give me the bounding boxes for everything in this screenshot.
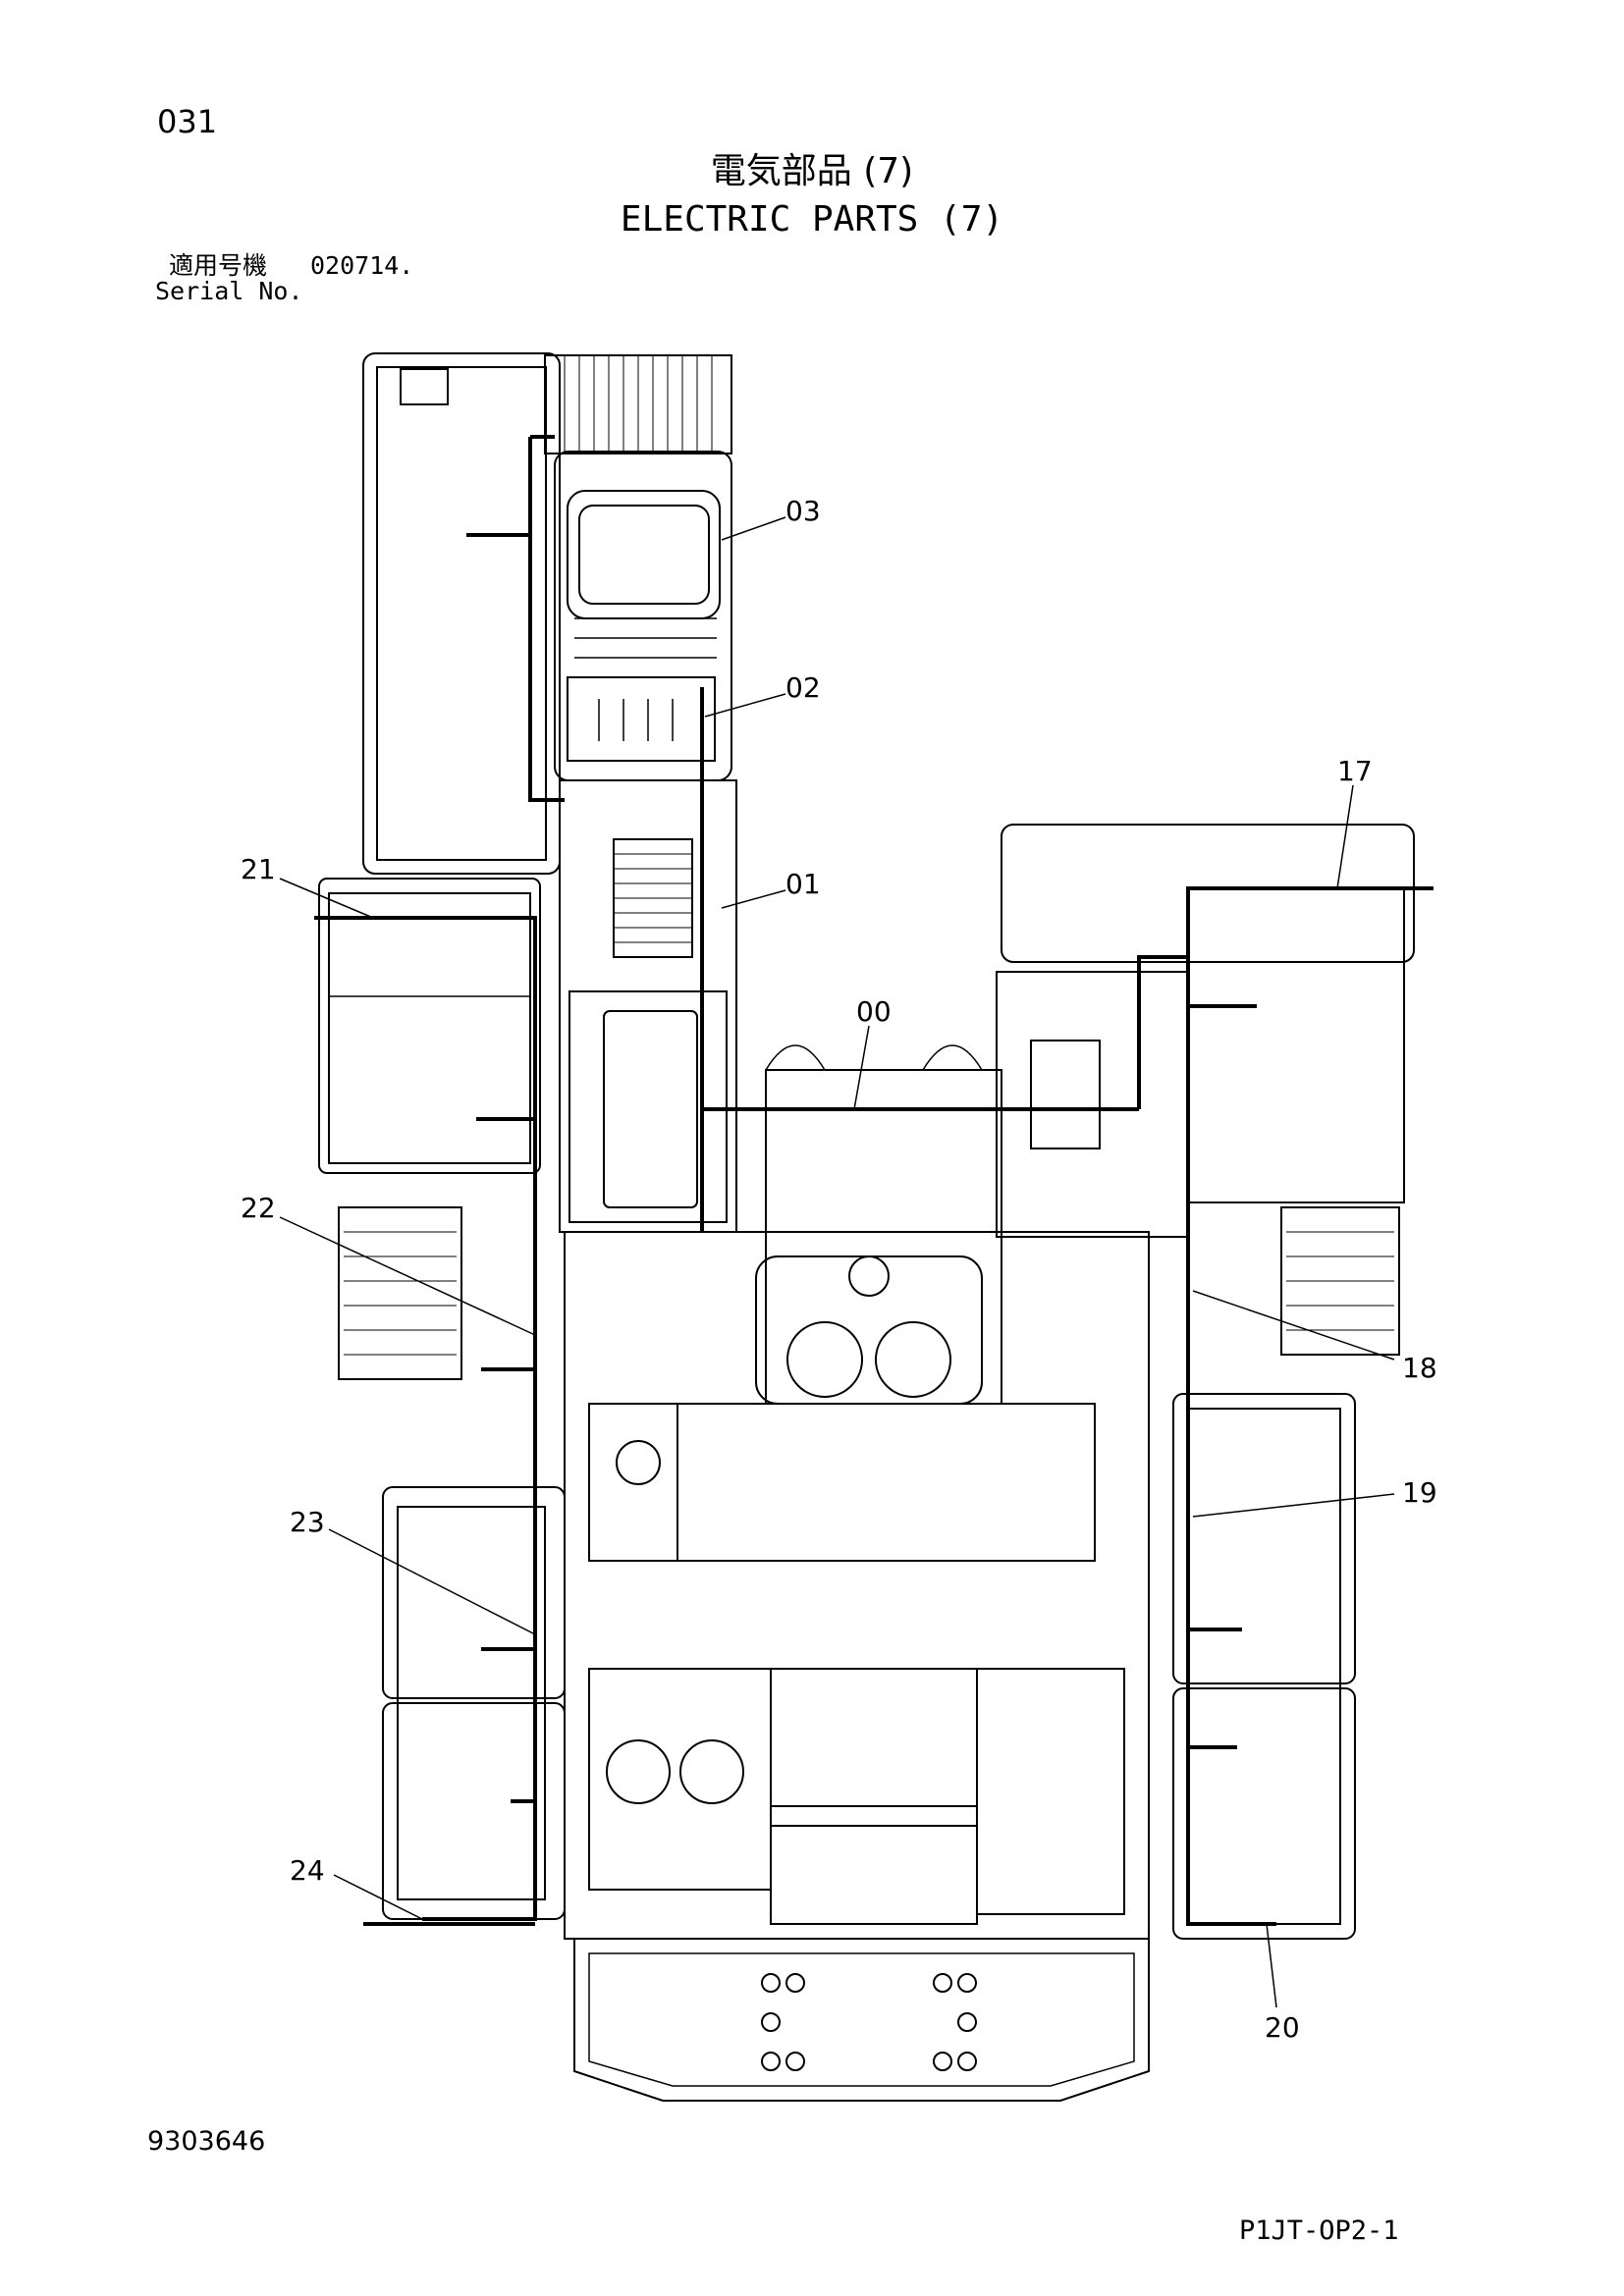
callout-00: 00 <box>856 995 892 1028</box>
leader-19 <box>1192 1493 1395 1518</box>
callout-19: 19 <box>1402 1476 1437 1509</box>
swing-housing <box>755 1255 983 1405</box>
harness-right-branches <box>1188 1628 1242 1749</box>
harness-left-lower <box>422 1232 537 1921</box>
leader-01 <box>721 889 786 909</box>
leader-22 <box>279 1216 536 1336</box>
right-lower-walkway-inner <box>1187 1408 1341 1925</box>
left-lower-walkway-inner <box>397 1506 546 1900</box>
callout-21: 21 <box>241 853 276 885</box>
callout-03: 03 <box>785 495 821 527</box>
center-stair-column <box>559 779 737 1233</box>
wiring-harness <box>314 435 1434 1926</box>
swing-center <box>848 1255 890 1297</box>
swing-motor-1 <box>786 1321 863 1398</box>
right-control-box <box>996 971 1189 1238</box>
title-japanese: 電気部品 (7) <box>710 151 914 191</box>
cab-seat-lower-lines <box>598 699 674 741</box>
right-lower-walkway-1 <box>1172 1393 1356 1684</box>
cab-seat-lower <box>567 676 716 762</box>
cab-seat-upper <box>567 490 721 619</box>
left-mid-walkway-inner <box>328 892 531 1164</box>
callout-01: 01 <box>785 868 821 900</box>
title-english: ELECTRIC PARTS (7) <box>620 199 1004 240</box>
callout-17: 17 <box>1337 755 1373 787</box>
leader-24 <box>333 1874 423 1920</box>
callout-20: 20 <box>1265 2011 1300 2044</box>
leader-lines <box>279 516 1395 2008</box>
cab-seat-upper-inner <box>578 505 710 605</box>
leader-23 <box>328 1528 536 1635</box>
left-upper-walkway <box>362 352 561 875</box>
leader-02 <box>704 693 786 718</box>
swing-motor-2 <box>875 1321 951 1398</box>
callout-23: 23 <box>290 1506 325 1538</box>
left-upper-box <box>400 368 449 405</box>
callout-18: 18 <box>1402 1352 1437 1384</box>
lower-center-box-2 <box>770 1825 978 1925</box>
page-number: 031 <box>157 103 218 140</box>
engine-cover <box>677 1403 1096 1562</box>
center-lower-frame <box>568 990 728 1223</box>
harness-left-branches <box>481 1367 535 1803</box>
tank-box <box>588 1403 678 1562</box>
callout-labels: 03 02 01 00 17 18 19 20 21 22 23 24 <box>241 495 1437 2044</box>
sheet-code: P1JT-OP2-1 <box>1239 2216 1399 2246</box>
callout-22: 22 <box>241 1192 276 1224</box>
cab <box>554 451 732 781</box>
leader-20 <box>1266 1923 1277 2008</box>
leader-00 <box>853 1025 870 1110</box>
center-lower-inner <box>603 1010 698 1208</box>
leader-18 <box>1192 1290 1395 1361</box>
right-lower-walkway-2 <box>1172 1687 1356 1940</box>
counterweight <box>573 1938 1150 2102</box>
callout-24: 24 <box>290 1854 325 1887</box>
boom-foot <box>765 1069 1002 1405</box>
right-stairs <box>1280 1206 1400 1356</box>
left-lower-walkway-1 <box>382 1486 566 1699</box>
machine-outline <box>318 352 1415 2102</box>
serial-label-english: Serial No. <box>155 277 303 305</box>
leader-03 <box>721 516 786 541</box>
leader-21 <box>279 878 374 919</box>
leader-17 <box>1336 784 1354 889</box>
right-control-window <box>1030 1040 1101 1149</box>
top-ladder-rails <box>564 355 713 454</box>
tank-cap <box>616 1440 661 1485</box>
harness-right-lower <box>1186 957 1276 1926</box>
harness-right-upper <box>1137 886 1434 1109</box>
left-upper-walkway-inner <box>376 366 547 861</box>
right-stair-lines <box>1286 1231 1394 1331</box>
main-body <box>564 1231 1150 1940</box>
filter-2 <box>679 1739 744 1804</box>
counterweight-inner <box>588 1952 1135 2087</box>
right-upper-panel <box>1187 887 1405 1203</box>
boom-foot-lugs <box>765 1044 983 1071</box>
serial-label-japanese: 適用号機 <box>169 251 268 280</box>
left-stairs <box>338 1206 462 1380</box>
serial-value: 020714. <box>310 251 414 280</box>
left-mid-walkway <box>318 878 541 1174</box>
drawing-number: 9303646 <box>147 2126 266 2157</box>
filter-1 <box>606 1739 671 1804</box>
callout-02: 02 <box>785 671 821 704</box>
right-upper-walkway <box>1001 824 1415 963</box>
harness-cab-left <box>528 437 565 802</box>
counterweight-bolts <box>761 1973 977 2071</box>
left-lower-walkway-2 <box>382 1702 566 1920</box>
lower-right-compartment <box>976 1668 1125 1915</box>
center-stair-step-lines <box>614 853 692 943</box>
lower-center-box <box>770 1668 978 1807</box>
harness-left-mid <box>314 916 537 1232</box>
cab-seat-lines <box>574 617 717 659</box>
left-stair-lines <box>344 1231 457 1356</box>
lower-left-compartment <box>588 1668 772 1891</box>
